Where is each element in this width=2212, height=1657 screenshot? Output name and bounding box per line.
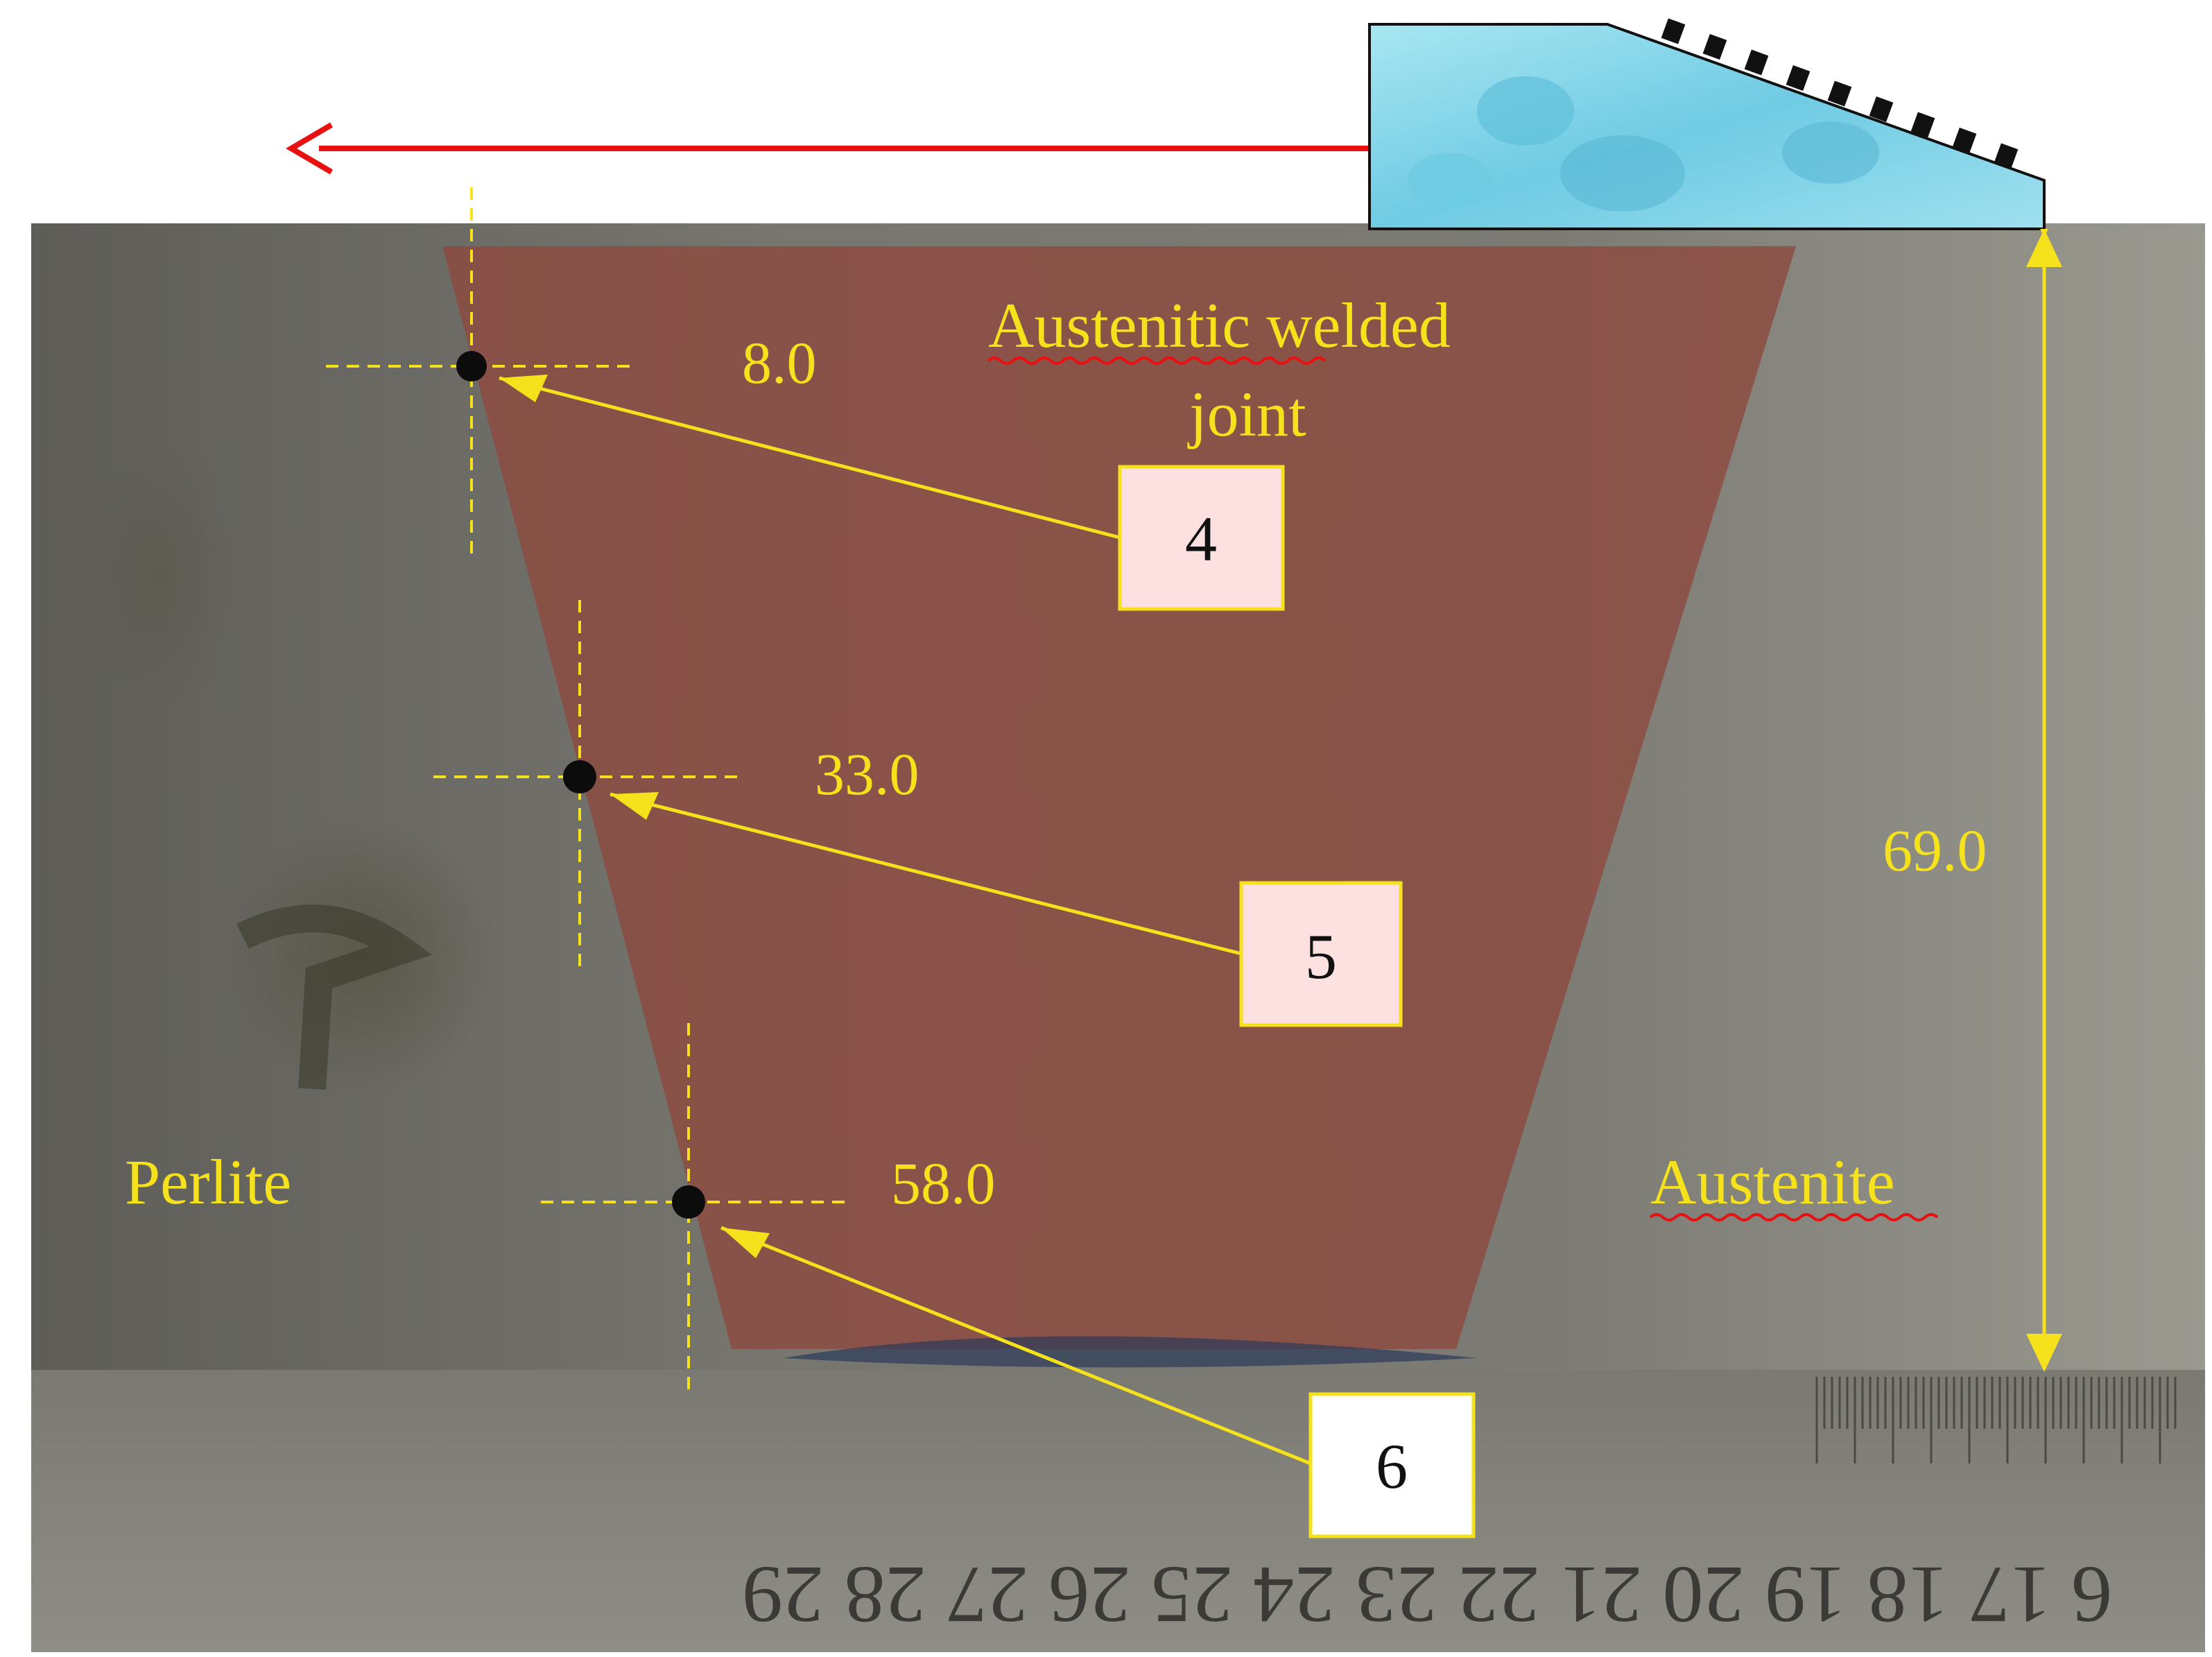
defect-4-group: 8.0 4 [326, 187, 1285, 611]
right-material-label: Austenite [1650, 1147, 1895, 1217]
defect-depth-label: 8.0 [742, 329, 817, 396]
left-arrow-icon [286, 122, 334, 175]
probe-tooth [1786, 65, 1811, 92]
thickness-value: 69.0 [1883, 817, 1987, 884]
defect-callout-box [1239, 881, 1403, 1027]
probe-tooth [1952, 127, 1977, 154]
ultrasonic-probe-icon [1368, 18, 2046, 230]
probe-tooth [1661, 18, 1686, 44]
stamped-mark [236, 904, 433, 1090]
thickness-arrowhead-top [2026, 229, 2062, 267]
ruler-numbers: 6 17 18 19 20 21 22 23 24 25 26 27 28 29 [742, 1549, 2113, 1640]
defect-5-group: 33.0 5 [433, 600, 1403, 1027]
callout-arrowhead [721, 1228, 770, 1258]
thickness-arrowhead-bottom [2026, 1334, 2062, 1372]
defect-id-label: 4 [1185, 504, 1217, 574]
callout-leader [610, 792, 1242, 956]
defect-id-label: 6 [1376, 1431, 1408, 1502]
defect-hole [456, 351, 487, 381]
probe-tooth [1827, 80, 1852, 107]
probe-element-teeth [1661, 18, 2019, 169]
defect-hole [672, 1185, 705, 1219]
probe-tooth [1744, 49, 1769, 76]
defect-hole [563, 760, 596, 793]
callout-leader [720, 1226, 1311, 1466]
probe-tooth [1702, 33, 1727, 60]
weld-title-line2: joint [1187, 379, 1306, 449]
callout-arrowhead [610, 792, 659, 820]
spellcheck-underline [987, 357, 1327, 365]
probe-tooth [1994, 143, 2019, 169]
defect-callout-box [1118, 465, 1285, 611]
defect-callout-box [1308, 1392, 1476, 1538]
weld-zone [442, 246, 1796, 1349]
weld-title-line1: Austenitic welded [988, 290, 1451, 361]
defect-depth-label: 58.0 [891, 1150, 996, 1217]
spellcheck-underline [1649, 1213, 1939, 1221]
weld-root-bead [784, 1336, 1477, 1368]
defect-id-label: 5 [1305, 921, 1337, 992]
probe-tooth [1910, 112, 1935, 138]
left-material-label: Perlite [125, 1147, 291, 1217]
ruler-ticks [1815, 1377, 2177, 1463]
defect-depth-label: 33.0 [815, 741, 919, 807]
probe-tooth [1869, 96, 1894, 123]
surface-stain [83, 437, 236, 714]
callout-arrowhead [499, 375, 548, 402]
ruler-strip [31, 1370, 2205, 1652]
defect-6-group: 58.0 6 [541, 1023, 1476, 1538]
callout-leader [499, 376, 1121, 540]
